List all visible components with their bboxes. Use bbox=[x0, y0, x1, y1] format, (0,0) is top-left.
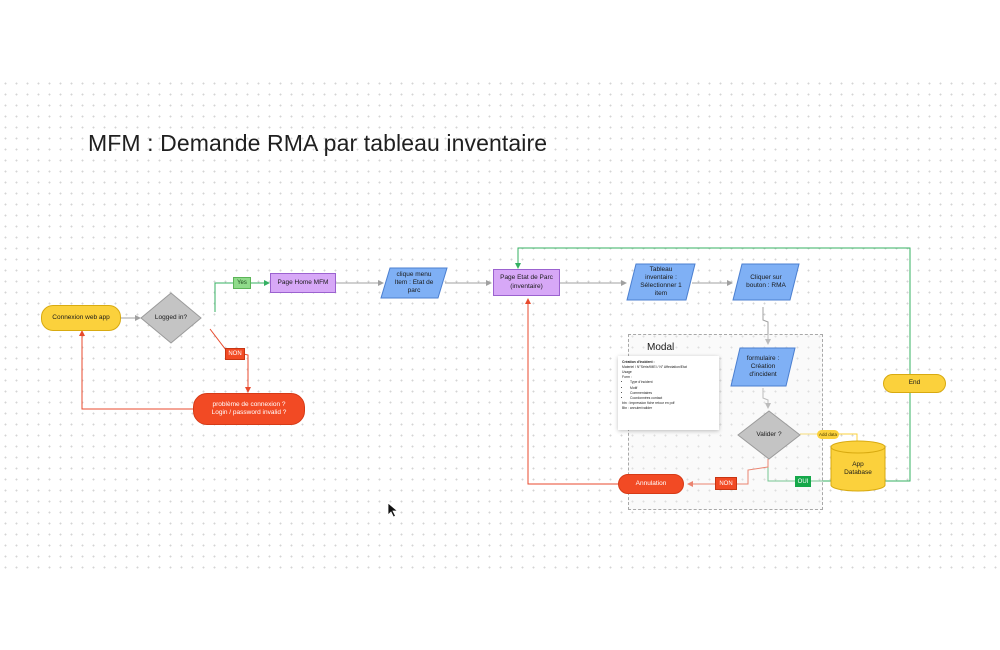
card-heading: Création d'incident : bbox=[622, 360, 655, 364]
card-bullet: Motif bbox=[630, 386, 715, 391]
database-icon bbox=[830, 440, 886, 492]
probleme-line1: problème de connexion ? bbox=[212, 400, 286, 408]
clique-menu-node[interactable]: clique menu Item : Etat de parc bbox=[380, 267, 448, 299]
tableau-label: Tableau inventaire : Sélectionner 1 item bbox=[640, 265, 682, 298]
diagram-title: MFM : Demande RMA par tableau inventaire bbox=[88, 130, 548, 156]
card-line5: Btn : annuler/valider bbox=[622, 405, 653, 410]
annulation-node[interactable]: Annulation bbox=[618, 474, 684, 494]
page-etat-node[interactable]: Page Etat de Parc (inventaire) bbox=[493, 269, 560, 296]
formulaire-label: formulaire : Création d'incident bbox=[746, 354, 780, 379]
oui-badge: OUI bbox=[795, 476, 811, 487]
app-database-node[interactable]: App Database bbox=[830, 440, 886, 492]
valider-decision[interactable]: Valider ? bbox=[737, 410, 801, 460]
logged-in-decision[interactable]: Logged in? bbox=[140, 292, 202, 344]
cliquer-label: Cliquer sur bouton : RMA bbox=[746, 273, 786, 289]
tableau-inventaire-node[interactable]: Tableau inventaire : Sélectionner 1 item bbox=[626, 263, 696, 301]
valider-label: Valider ? bbox=[756, 430, 782, 438]
logged-in-label: Logged in? bbox=[154, 313, 188, 321]
edge-probleme-to-connexion bbox=[79, 330, 193, 410]
page-etat-line1: Page Etat de Parc bbox=[500, 274, 553, 282]
page-etat-line2: (inventaire) bbox=[510, 282, 543, 290]
card-line3: Form : bbox=[622, 375, 632, 380]
canvas-background bbox=[0, 78, 1000, 572]
probleme-connexion-node[interactable]: problème de connexion ? Login / password… bbox=[193, 393, 305, 425]
connexion-web-app-node[interactable]: Connexion web app bbox=[41, 305, 121, 331]
add-data-badge: Add data bbox=[817, 430, 839, 439]
mouse-cursor-icon bbox=[387, 502, 399, 518]
probleme-line2: Login / password invalid ? bbox=[211, 409, 287, 416]
clique-menu-label: clique menu Item : Etat de parc bbox=[394, 270, 434, 295]
edge-form-to-valider bbox=[762, 388, 771, 409]
card-bullets: Type d'incident Motif Commentaires Coord… bbox=[622, 380, 715, 400]
page-home-label: Page Home MFM bbox=[277, 278, 329, 286]
edge-yes bbox=[214, 280, 270, 312]
card-line1: Materiel / N°Série/IMEI / N° Affectation… bbox=[622, 365, 687, 370]
non-valider-badge: NON bbox=[715, 477, 737, 490]
page-home-node[interactable]: Page Home MFM bbox=[270, 273, 336, 293]
non-login-badge: NON bbox=[225, 348, 245, 360]
end-node[interactable]: End bbox=[883, 374, 946, 393]
edge-annulation-to-etat bbox=[525, 298, 618, 485]
yes-badge: Yes bbox=[233, 277, 251, 289]
connexion-label: Connexion web app bbox=[52, 313, 110, 321]
card-bullet: Coordonnées contact bbox=[630, 396, 715, 401]
card-bullet: Type d'incident bbox=[630, 380, 715, 385]
edge-cliquer-to-form bbox=[762, 307, 771, 345]
card-line4: btn : Impression fiche retour en pdf bbox=[622, 400, 675, 405]
app-database-label: App Database bbox=[844, 460, 872, 476]
annulation-label: Annulation bbox=[635, 479, 667, 487]
modal-title: Modal bbox=[647, 342, 675, 353]
edge-oui-loop bbox=[515, 247, 911, 482]
card-line2: Usage bbox=[622, 370, 632, 375]
cliquer-bouton-node[interactable]: Cliquer sur bouton : RMA bbox=[732, 263, 800, 301]
form-card: Création d'incident : Materiel / N°Série… bbox=[618, 356, 719, 430]
formulaire-node[interactable]: formulaire : Création d'incident bbox=[730, 347, 796, 387]
end-label: End bbox=[908, 379, 921, 387]
edge-non-login bbox=[209, 328, 251, 393]
card-bullet: Commentaires bbox=[630, 391, 715, 396]
